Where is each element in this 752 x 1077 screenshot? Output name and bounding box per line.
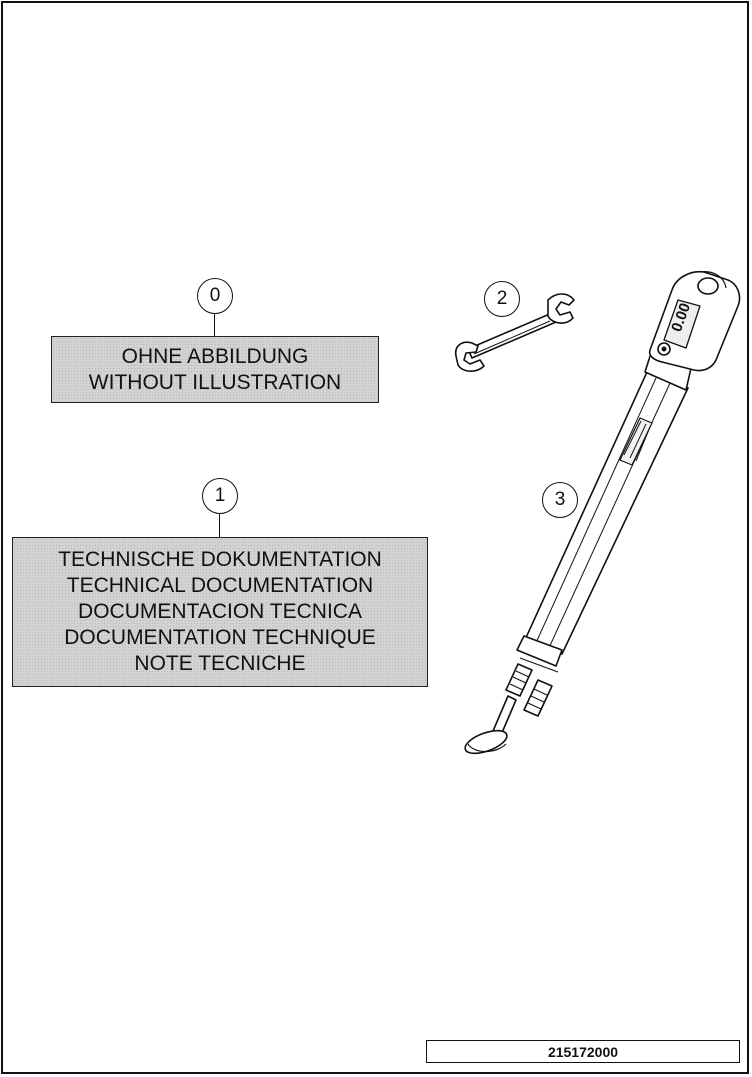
- part-number: 215172000: [426, 1040, 740, 1063]
- callout-1: 1: [202, 478, 238, 514]
- callout-0: 0: [197, 278, 233, 314]
- tech-doc-fr: DOCUMENTATION TECHNIQUE: [64, 626, 376, 649]
- leader-line-1: [219, 514, 220, 537]
- without-illustration-de: OHNE ABBILDUNG: [121, 344, 309, 368]
- shock-pump-illustration: 0.00: [464, 270, 741, 755]
- callout-3: 3: [542, 482, 578, 518]
- tech-doc-es: DOCUMENTACION TECNICA: [78, 600, 362, 623]
- wrench-illustration: [454, 293, 575, 372]
- callout-2: 2: [484, 281, 520, 317]
- tech-doc-de: TECHNISCHE DOKUMENTATION: [58, 548, 382, 571]
- leader-line-0: [214, 314, 215, 336]
- without-illustration-box: OHNE ABBILDUNG WITHOUT ILLUSTRATION: [51, 336, 379, 403]
- technical-documentation-box: TECHNISCHE DOKUMENTATION TECHNICAL DOCUM…: [12, 537, 428, 687]
- without-illustration-en: WITHOUT ILLUSTRATION: [88, 370, 342, 394]
- tech-doc-en: TECHNICAL DOCUMENTATION: [66, 574, 374, 597]
- tech-doc-it: NOTE TECNICHE: [134, 652, 306, 675]
